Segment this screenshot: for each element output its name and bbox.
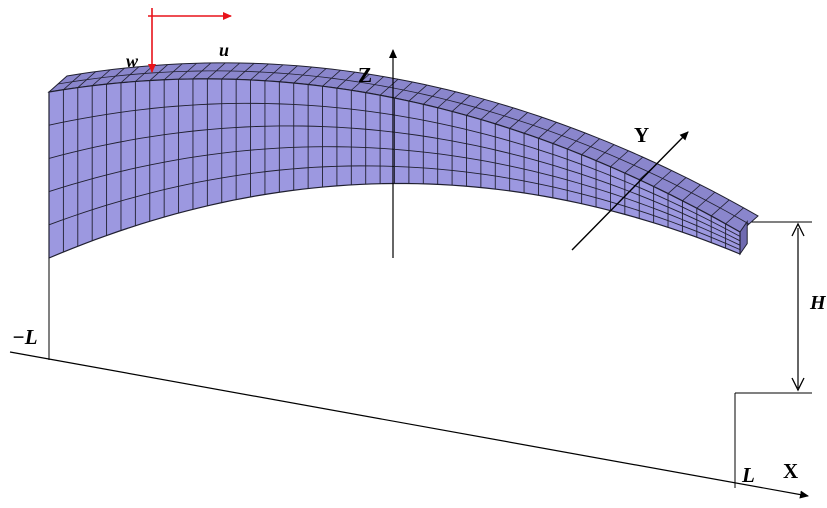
y-axis-label: Y xyxy=(634,123,649,147)
w-label: w xyxy=(126,51,139,71)
height-arrow-top xyxy=(791,222,805,237)
z-axis-label: Z xyxy=(358,63,372,87)
mesh-top-mid-line xyxy=(57,70,750,225)
minus-l-label: −L xyxy=(12,325,38,349)
x-axis-label: X xyxy=(783,459,798,483)
u-label: u xyxy=(219,40,229,60)
x-axis-line xyxy=(9,351,809,499)
curved-beam-mesh xyxy=(47,62,759,259)
y-axis-line xyxy=(571,131,689,251)
height-arrow-bottom xyxy=(791,377,805,392)
l-label: L xyxy=(741,463,755,487)
height-label: H xyxy=(809,292,827,314)
